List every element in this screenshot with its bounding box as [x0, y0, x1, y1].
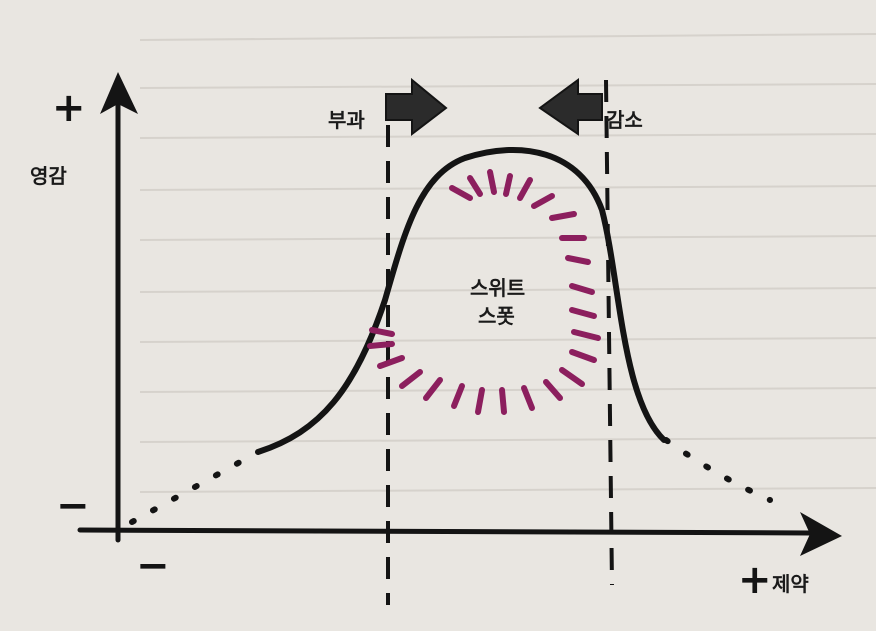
paper-texture [139, 33, 876, 493]
x-axis-minus-sign: − [136, 543, 170, 589]
y-axis-arrowhead [100, 72, 138, 114]
x-axis-line [77, 527, 813, 536]
right-marker-label: 감소 [606, 108, 643, 132]
left-arrow-icon [538, 78, 603, 136]
bell-curve [255, 146, 667, 455]
sweet-spot-label-line1: 스위트 [470, 276, 526, 300]
curve-right-dotted-tail [663, 437, 773, 503]
sweet-spot-burst [367, 169, 601, 415]
x-axis-plus-sign: + [738, 557, 772, 603]
sweet-spot-label-line2: 스폿 [478, 304, 515, 328]
right-arrow-icon [385, 77, 448, 137]
y-axis-plus-sign: + [52, 85, 86, 131]
right-dashed-line [604, 79, 614, 586]
left-marker-label: 부과 [328, 108, 365, 132]
x-axis-arrowhead [800, 512, 842, 556]
y-axis-label: 영감 [30, 164, 67, 188]
y-axis-minus-sign: − [56, 483, 90, 529]
x-axis-label: 제약 [772, 572, 809, 596]
